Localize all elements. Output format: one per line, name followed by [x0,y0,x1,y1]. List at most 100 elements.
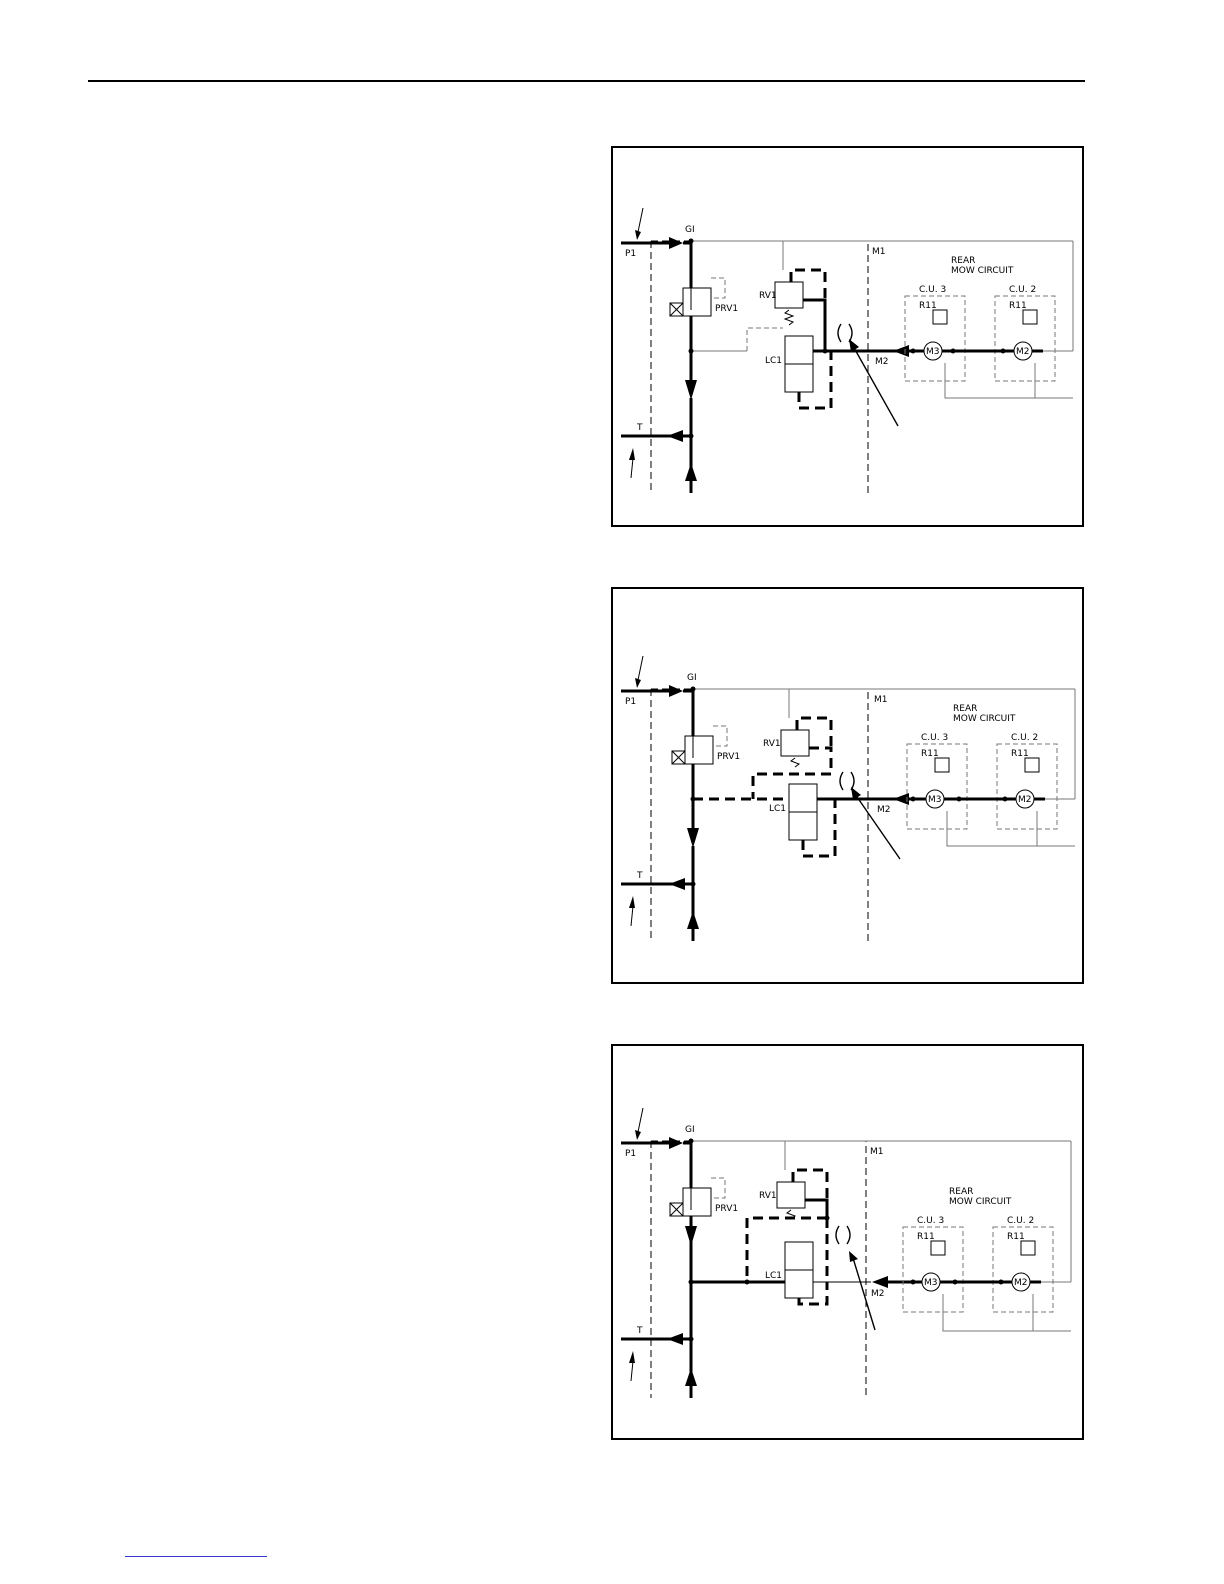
hydraulic-schematic-2: P1 GI T PRV1 M1 RV1 LC1 M2 [613,589,1082,982]
label-cu3: C.U. 3 [917,1216,944,1226]
junction [689,239,694,244]
prv1-valve [683,1188,711,1216]
r11-valve-b [1023,310,1037,324]
junction [911,349,916,354]
orifice [840,772,854,790]
t-flow-arrow [667,430,683,442]
label-m2: M2 [877,805,891,815]
down-flow-arrow [687,828,699,848]
junction [951,349,956,354]
junction [823,349,828,354]
junction [999,1280,1004,1285]
orifice [836,1226,850,1244]
schematic-figure-2: P1 GI T PRV1 M1 RV1 LC1 M2 [611,587,1084,984]
r11-valve-b [1025,758,1039,772]
prv1-valve [685,736,713,764]
label-cu2: C.U. 2 [1007,1216,1034,1226]
label-m3: M3 [928,795,942,805]
p1-pointer [638,656,643,680]
label-gi: GI [685,1125,695,1135]
junction [953,1280,958,1285]
label-m1: M1 [874,695,888,705]
label-p1: P1 [625,249,636,259]
schematic-figure-3: P1 GI T PRV1 M1 RV1 LC1 [611,1044,1084,1440]
label-mow-circuit: MOW CIRCUIT [949,1197,1012,1207]
junction [689,1280,694,1285]
label-p1: P1 [625,697,636,707]
rv1-valve [781,730,809,756]
label-rv1: RV1 [759,1191,777,1201]
down-flow-arrow [685,380,697,400]
label-mow-circuit: MOW CIRCUIT [951,266,1014,276]
junction [691,797,696,802]
label-cu2: C.U. 2 [1011,733,1038,743]
t-flow-arrow [667,1333,683,1345]
up-flow-arrow [685,1368,697,1386]
prv1-drain [711,1178,725,1198]
p1-pointer-arrowhead [635,678,641,688]
label-t: T [636,1326,643,1336]
junction [689,434,694,439]
t-pointer [631,906,633,926]
t-pointer [631,1361,633,1381]
junction [957,797,962,802]
schematic-figure-1: P1 GI T PRV1 M1 RV1 LC1 [611,146,1084,527]
p1-flow-arrow [669,237,683,249]
rv1-spring [791,758,799,767]
callout-arrowhead [849,1251,858,1262]
r11-valve-a [935,758,949,772]
r11-valve-a [931,1241,945,1255]
prv1-drain [713,726,727,746]
label-m2-motor: M2 [1018,795,1032,805]
rv1-to-orifice [805,1200,827,1218]
label-mow-circuit: MOW CIRCUIT [953,714,1016,724]
p1-pointer-arrowhead [635,1130,641,1140]
t-pointer [631,458,633,478]
r11-valve-b [1021,1241,1035,1255]
label-m1: M1 [870,1147,884,1157]
p1-pointer-arrowhead [635,230,641,240]
junction [825,1216,830,1221]
label-gi: GI [685,225,695,235]
up-flow-arrow [685,463,697,481]
label-rv1: RV1 [759,291,777,301]
p1-pointer [638,208,643,232]
junction [689,1139,694,1144]
label-rear: REAR [949,1187,973,1197]
junction [689,349,694,354]
callout-arrow [855,794,900,859]
label-lc1: LC1 [769,804,786,814]
junction [1001,349,1006,354]
label-m3: M3 [924,1278,938,1288]
p1-pointer [638,1108,643,1132]
prv1-valve [683,288,711,316]
label-m2-motor: M2 [1014,1278,1028,1288]
r11-valve-a [933,310,947,324]
t-flow-arrow [669,878,685,890]
label-t: T [636,423,643,433]
label-cu3: C.U. 3 [921,733,948,743]
m2-flow-arrow [872,1276,888,1288]
footer-rule [125,1556,267,1557]
label-rear: REAR [951,256,975,266]
label-lc1: LC1 [765,356,782,366]
label-p1: P1 [625,1149,636,1159]
label-m2: M2 [871,1289,885,1299]
p1-flow-arrow [669,685,683,697]
hydraulic-schematic-1: P1 GI T PRV1 M1 RV1 LC1 [613,148,1082,525]
orifice [838,324,852,342]
label-lc1: LC1 [765,1271,782,1281]
down-flow-arrow [685,1226,697,1246]
label-prv1: PRV1 [717,752,740,762]
t-pointer-arrowhead [629,896,635,908]
junction [1003,797,1008,802]
t-pointer-arrowhead [629,1351,635,1363]
t-pointer-arrowhead [629,448,635,460]
manifold-boundary [651,1141,866,1398]
p1-flow-arrow [669,1137,683,1149]
rv1-spring [785,310,793,325]
header-rule [88,80,1085,82]
rv1-valve [777,1182,805,1208]
manifold-boundary [651,241,868,493]
up-flow-arrow [687,911,699,929]
